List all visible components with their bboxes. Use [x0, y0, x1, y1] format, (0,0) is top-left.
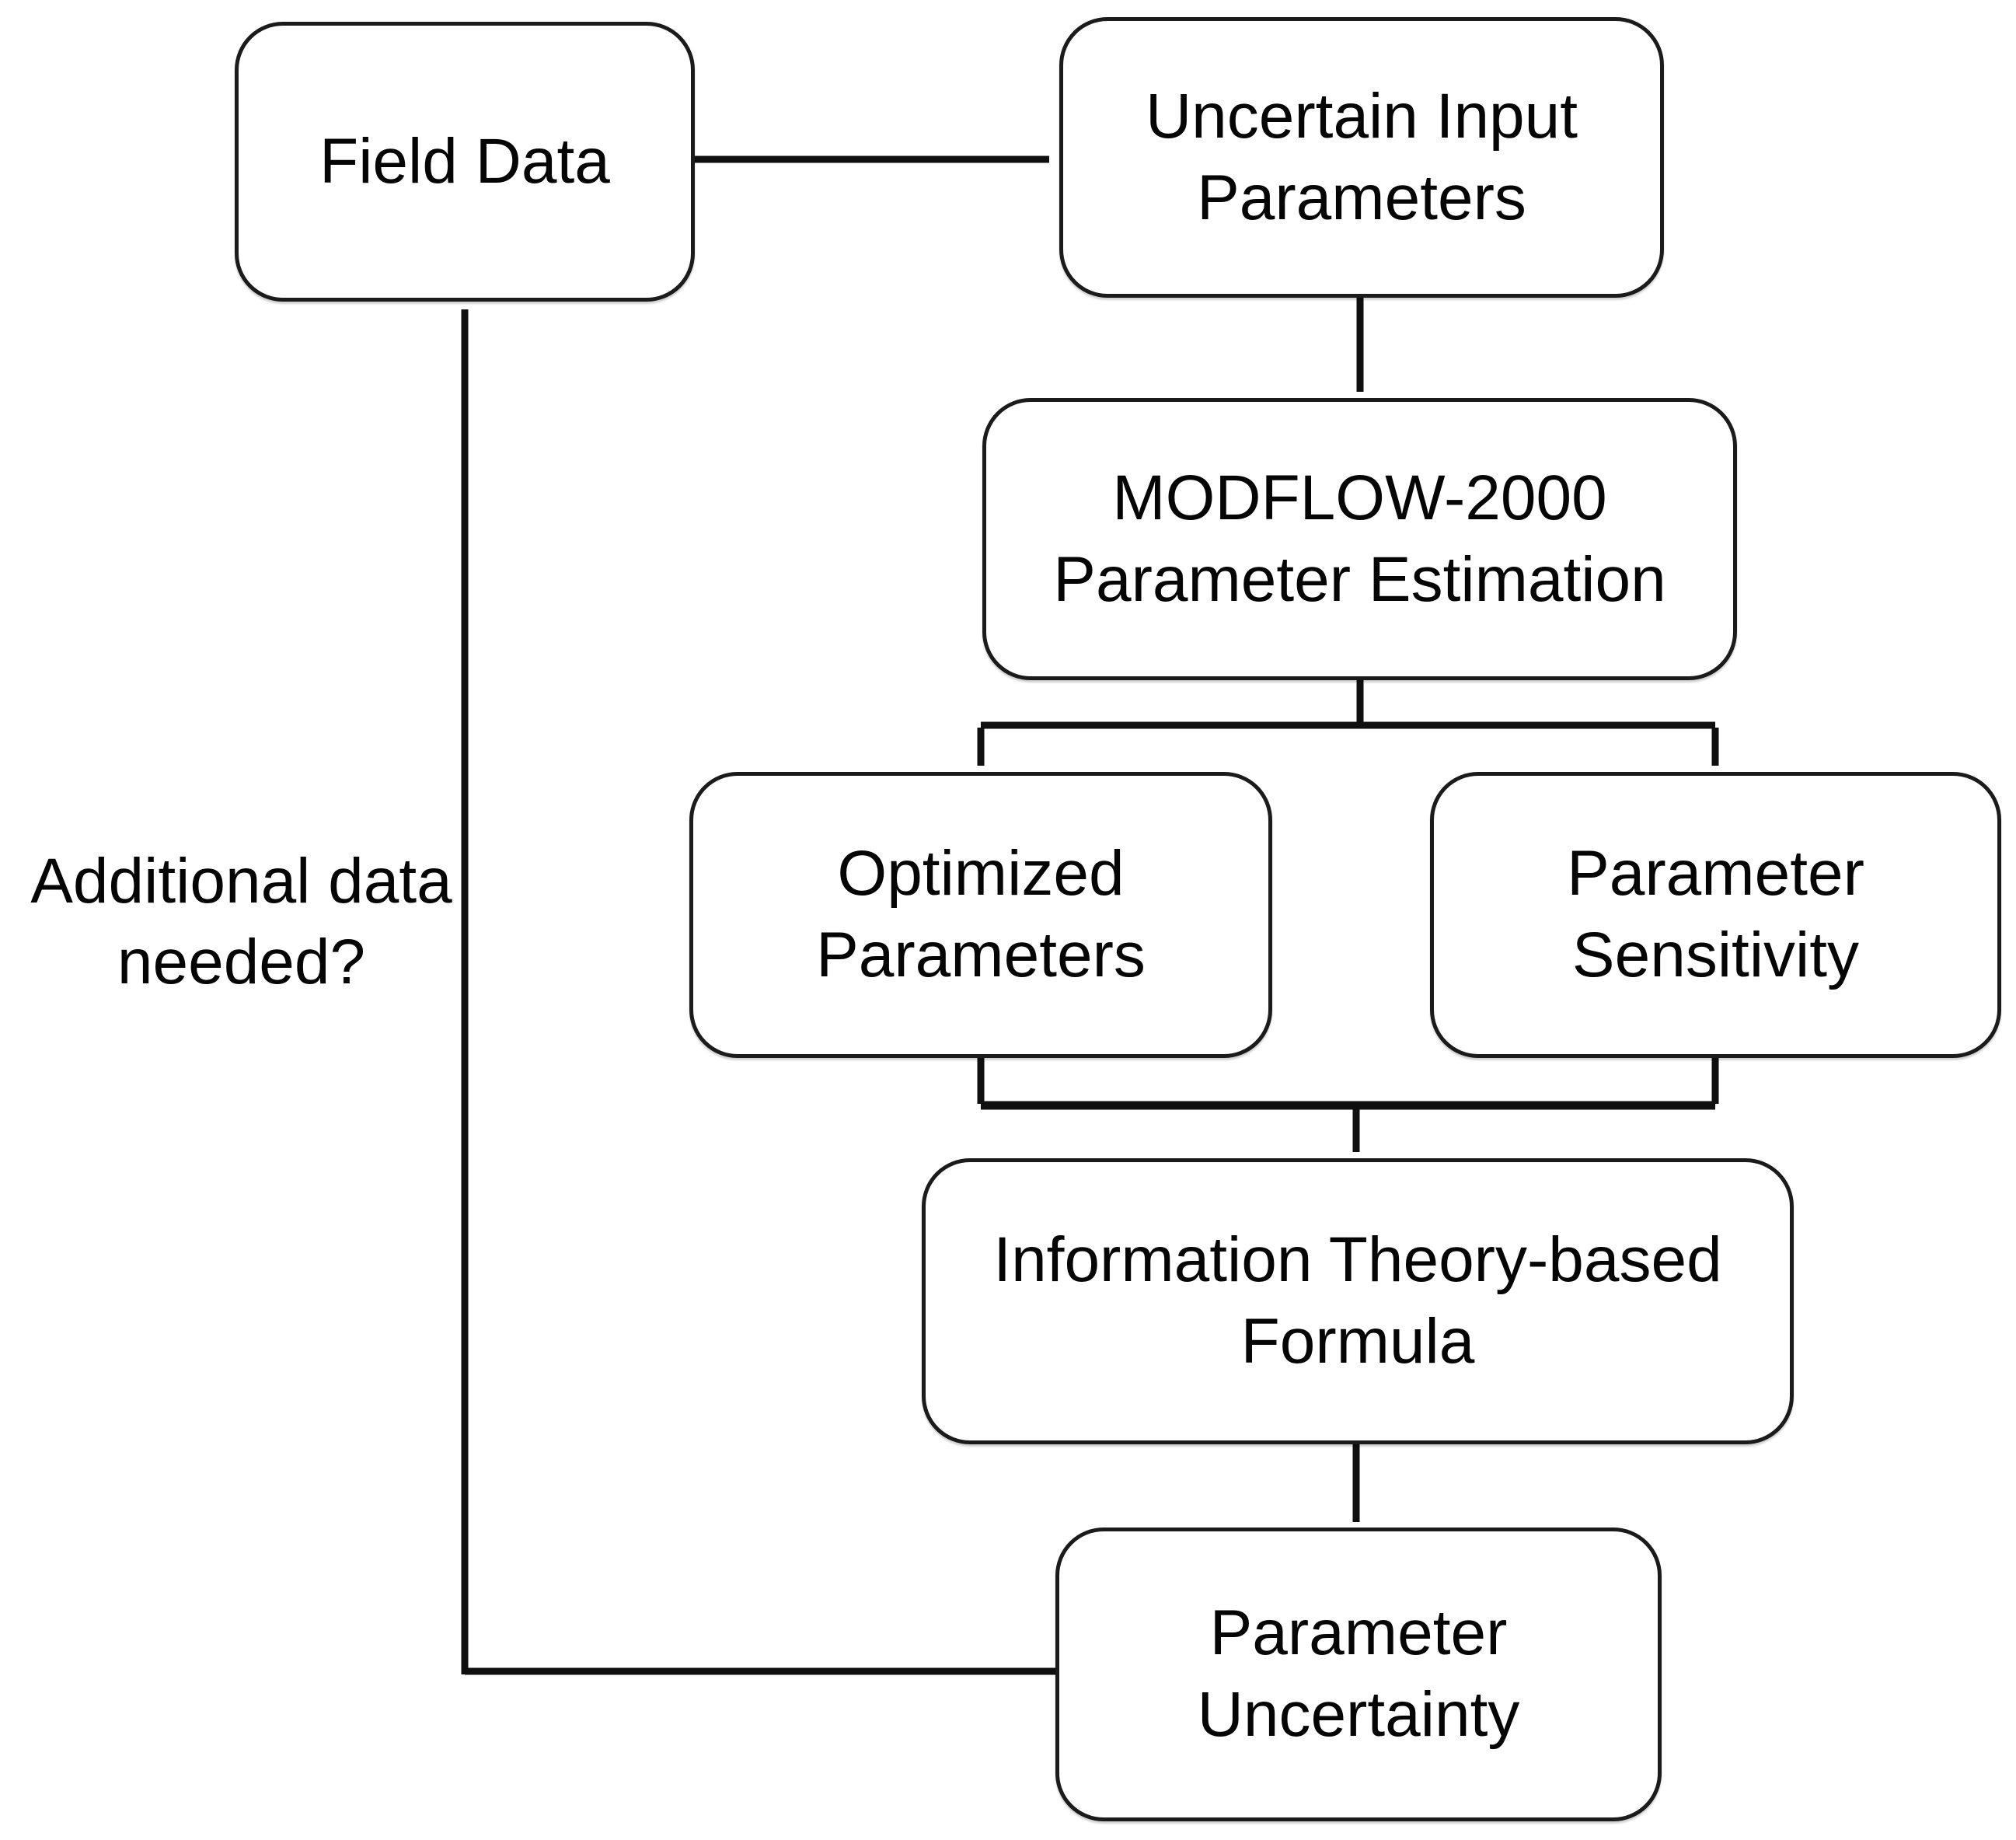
node-uncertain-input-parameters-label: Uncertain Input Parameters — [1145, 80, 1578, 233]
node-modflow-2000-label: MODFLOW-2000 Parameter Estimation — [1053, 462, 1666, 615]
node-parameter-uncertainty-label: Parameter Uncertainty — [1197, 1597, 1520, 1750]
node-uncertain-input-parameters: Uncertain Input Parameters — [1059, 17, 1664, 298]
node-field-data-label: Field Data — [319, 125, 610, 197]
node-optimized-parameters-label: Optimized Parameters — [816, 838, 1146, 990]
node-parameter-uncertainty: Parameter Uncertainty — [1055, 1528, 1662, 1821]
node-information-theory-formula-label: Information Theory-based Formula — [993, 1224, 1722, 1377]
node-parameter-sensitivity-label: Parameter Sensitivity — [1567, 838, 1864, 990]
node-optimized-parameters: Optimized Parameters — [689, 772, 1272, 1058]
annotation-additional-data-needed: Additional data needed? — [30, 846, 452, 998]
node-information-theory-based-formula: Information Theory-based Formula — [922, 1158, 1794, 1444]
node-modflow-2000-parameter-estimation: MODFLOW-2000 Parameter Estimation — [982, 398, 1737, 680]
node-field-data: Field Data — [235, 22, 695, 302]
node-parameter-sensitivity: Parameter Sensitivity — [1430, 772, 2001, 1058]
